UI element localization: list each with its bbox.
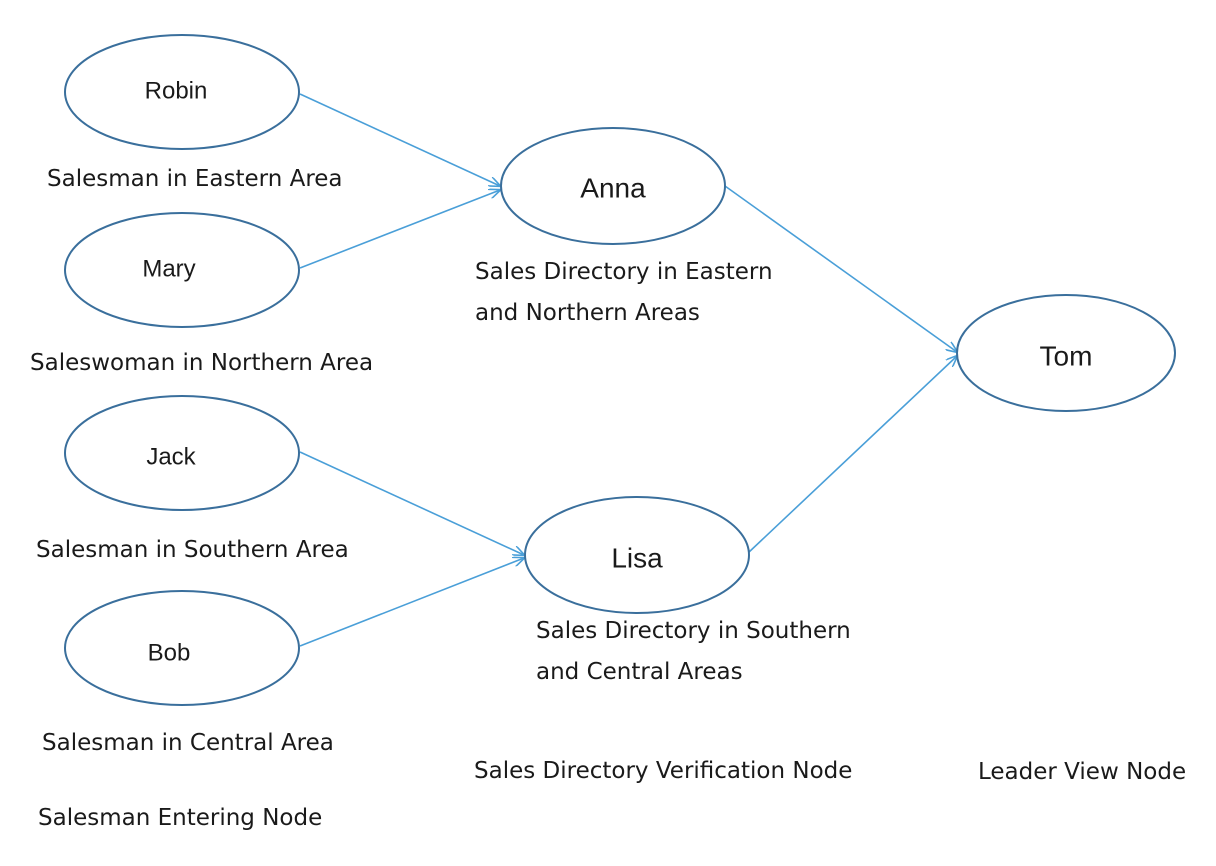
column-label-verification: Sales Directory Verification Node	[474, 758, 852, 784]
node-mary-label: Mary	[142, 255, 195, 282]
node-jack-label: Jack	[146, 443, 196, 470]
edge-anna-tom	[724, 185, 957, 352]
column-label-leader: Leader View Node	[978, 759, 1186, 785]
node-bob-shape	[64, 590, 300, 706]
node-anna-shape	[500, 127, 726, 245]
caption-mary: Saleswoman in Northern Area	[30, 350, 373, 376]
node-mary: Mary	[64, 212, 300, 328]
node-lisa-shape	[524, 496, 750, 614]
edge-bob-lisa	[299, 558, 524, 647]
node-mary-shape	[64, 212, 300, 328]
column-label-entering: Salesman Entering Node	[38, 805, 322, 831]
node-bob: Bob	[64, 590, 300, 706]
edge-jack-lisa	[299, 451, 524, 555]
caption-robin: Salesman in Eastern Area	[47, 166, 343, 192]
node-lisa: Lisa	[524, 496, 750, 614]
node-jack: Jack	[64, 395, 300, 511]
edge-lisa-tom	[747, 356, 957, 554]
caption-lisa-line2: and Central Areas	[536, 659, 743, 685]
edges-group	[299, 93, 957, 647]
caption-anna-line1: Sales Directory in Eastern	[475, 259, 773, 285]
caption-jack: Salesman in Southern Area	[36, 537, 349, 563]
node-tom-shape	[956, 294, 1176, 412]
caption-anna-line2: and Northern Areas	[475, 300, 700, 326]
node-robin-label: Robin	[145, 77, 208, 104]
edge-mary-anna	[299, 190, 500, 269]
caption-bob: Salesman in Central Area	[42, 730, 334, 756]
node-tom: Tom	[956, 294, 1176, 412]
edge-robin-anna	[299, 93, 500, 186]
node-robin: Robin	[64, 34, 300, 150]
node-tom-label: Tom	[1040, 340, 1093, 371]
caption-lisa-line1: Sales Directory in Southern	[536, 618, 851, 644]
node-anna-label: Anna	[580, 172, 646, 203]
node-lisa-label: Lisa	[611, 542, 663, 573]
node-bob-label: Bob	[148, 639, 191, 666]
node-jack-shape	[64, 395, 300, 511]
node-robin-shape	[64, 34, 300, 150]
node-anna: Anna	[500, 127, 726, 245]
